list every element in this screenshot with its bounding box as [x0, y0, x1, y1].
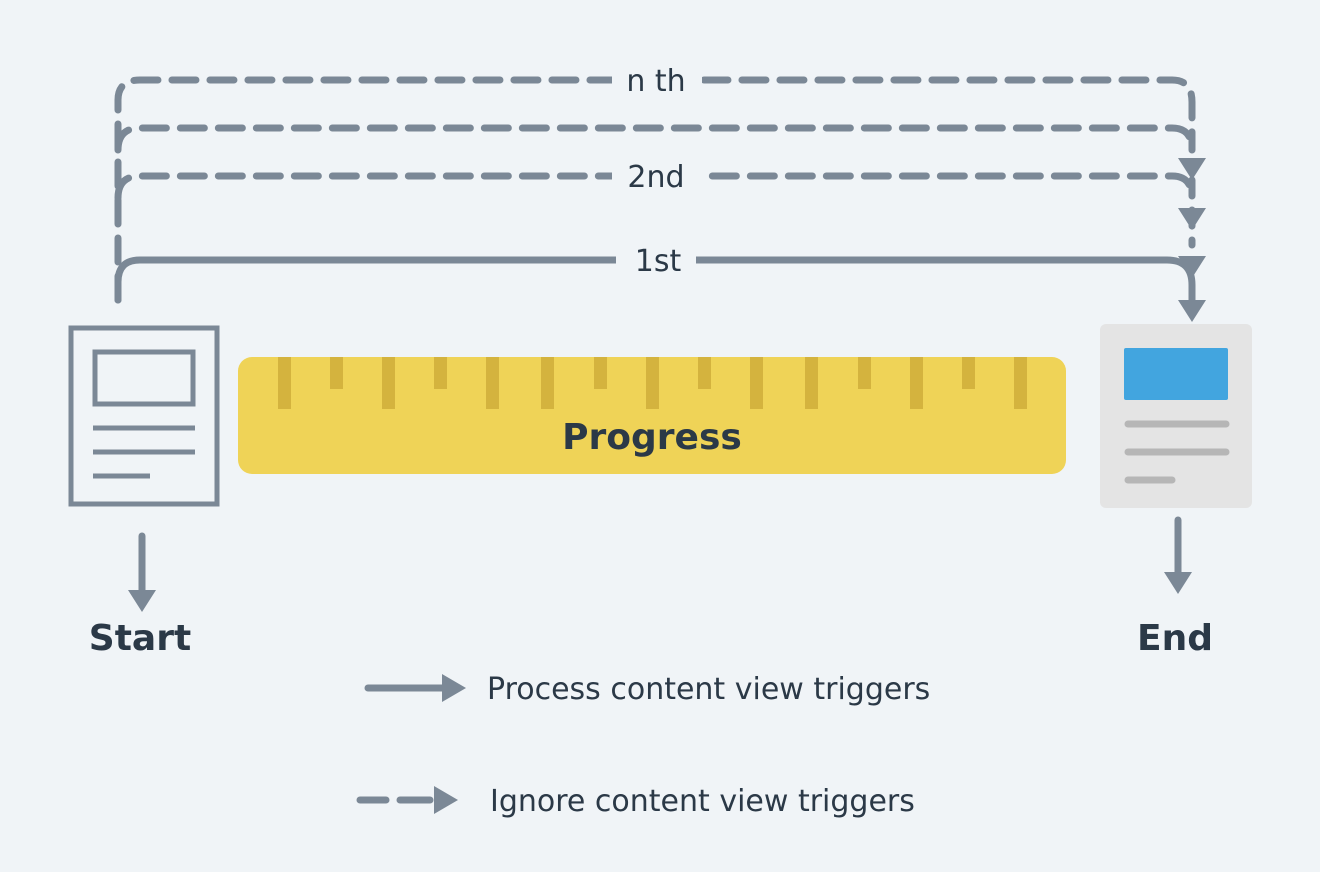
label-bg-1st — [616, 236, 696, 282]
progress-ruler: Progress — [238, 357, 1066, 474]
legend: Process content view triggers Ignore con… — [356, 672, 930, 819]
legend-dashed-label: Ignore content view triggers — [490, 784, 915, 819]
path-label-nth: n th — [626, 64, 685, 99]
ruler-ticks — [278, 357, 1027, 409]
document-outline-icon — [68, 325, 220, 507]
start-label: Start — [89, 618, 191, 659]
path-unlabeled — [114, 124, 1196, 154]
path-label-2nd: 2nd — [627, 160, 684, 195]
legend-solid-label: Process content view triggers — [487, 672, 930, 707]
arrowhead-1 — [1178, 158, 1206, 180]
end-down-arrow — [1164, 516, 1192, 594]
arrowhead-4 — [1178, 300, 1206, 322]
document-filled-icon — [1100, 324, 1252, 508]
label-bg-nth — [612, 56, 702, 102]
label-bg-2nd — [612, 152, 702, 198]
path-arrowheads — [1178, 158, 1206, 322]
start-down-arrow — [128, 532, 156, 612]
path-nth — [114, 76, 1196, 304]
arrowhead-3 — [1178, 256, 1206, 278]
progress-label: Progress — [562, 417, 742, 458]
arrowhead-2 — [1178, 208, 1206, 230]
legend-solid-arrow-icon — [364, 674, 466, 702]
end-label: End — [1137, 618, 1213, 659]
path-label-1st: 1st — [635, 244, 682, 279]
legend-dashed-arrow-icon — [356, 786, 458, 814]
